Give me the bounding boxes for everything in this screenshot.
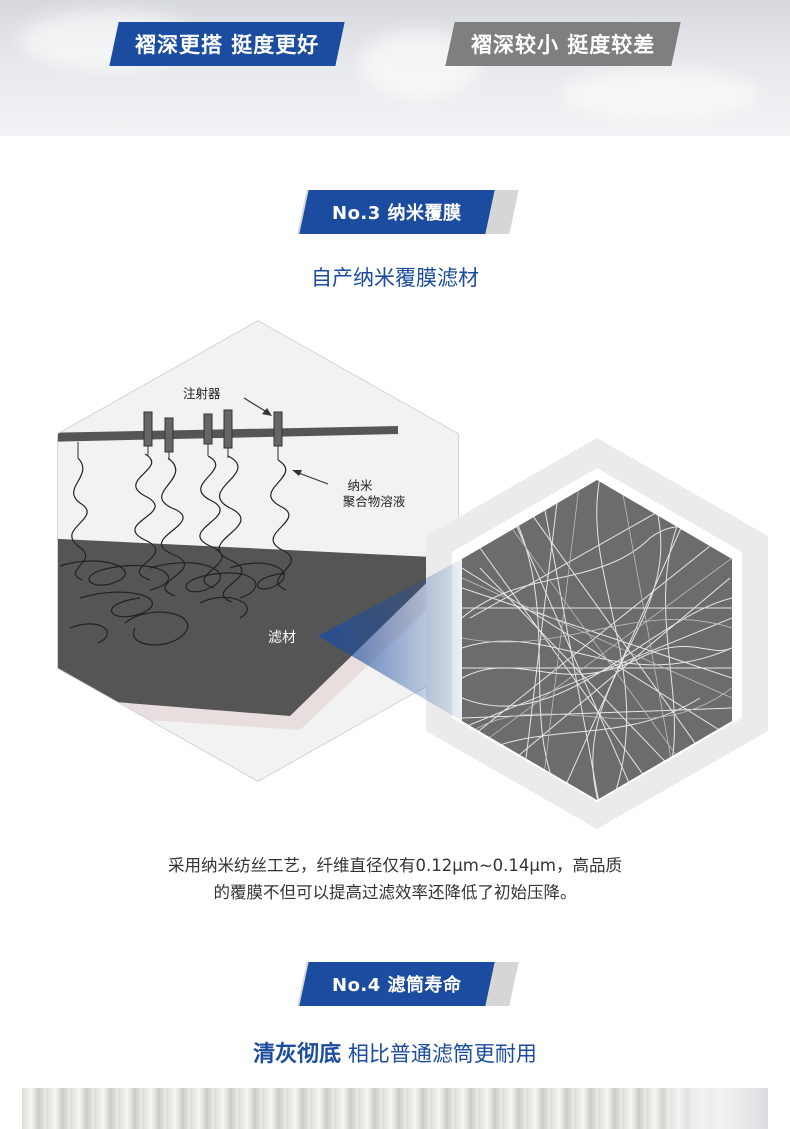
filter-sheet — [58, 538, 452, 716]
claim-rest: 相比普通滤筒更耐用 — [341, 1042, 537, 1066]
solution-arrow — [295, 471, 329, 485]
good-pleat-tag: 褶深更搭 挺度更好 — [109, 22, 345, 66]
magnify-beam — [318, 559, 462, 721]
claim-bold: 清灰彻底 — [253, 1042, 342, 1067]
description-line1: 采用纳米纺丝工艺，纤维直径仅有0.12μm~0.14μm，高品质 — [168, 856, 622, 875]
description-line2: 的覆膜不但可以提高过滤效率还降低了初始压降。 — [213, 883, 577, 902]
syringe-needles — [77, 409, 283, 460]
section4-claim: 清灰彻底 相比普通滤筒更耐用 — [0, 1036, 790, 1068]
section3-subtitle: 自产纳米覆膜滤材 — [311, 266, 479, 290]
injector-label: 注射器 — [183, 386, 221, 401]
poor-pleat-tag: 褶深较小 挺度较差 — [445, 22, 681, 66]
section4-badge: No.4 滤筒寿命 — [299, 962, 495, 1006]
filter-pleats-photo — [22, 1088, 768, 1129]
syringe-bar — [58, 426, 398, 442]
solution-label-line1: 纳米 — [347, 478, 373, 493]
filter-label: 滤材 — [268, 630, 296, 646]
solution-label-line2: 聚合物溶液 — [343, 494, 406, 509]
nanofiber-illustration: 注射器 纳米 聚合物溶液 滤材 — [0, 318, 790, 838]
top-photo-strip: 褶深更搭 挺度更好 褶深较小 挺度较差 — [0, 0, 790, 136]
section3-badge: No.3 纳米覆膜 — [299, 190, 495, 234]
description: 采用纳米纺丝工艺，纤维直径仅有0.12μm~0.14μm，高品质 的覆膜不但可以… — [0, 852, 790, 906]
